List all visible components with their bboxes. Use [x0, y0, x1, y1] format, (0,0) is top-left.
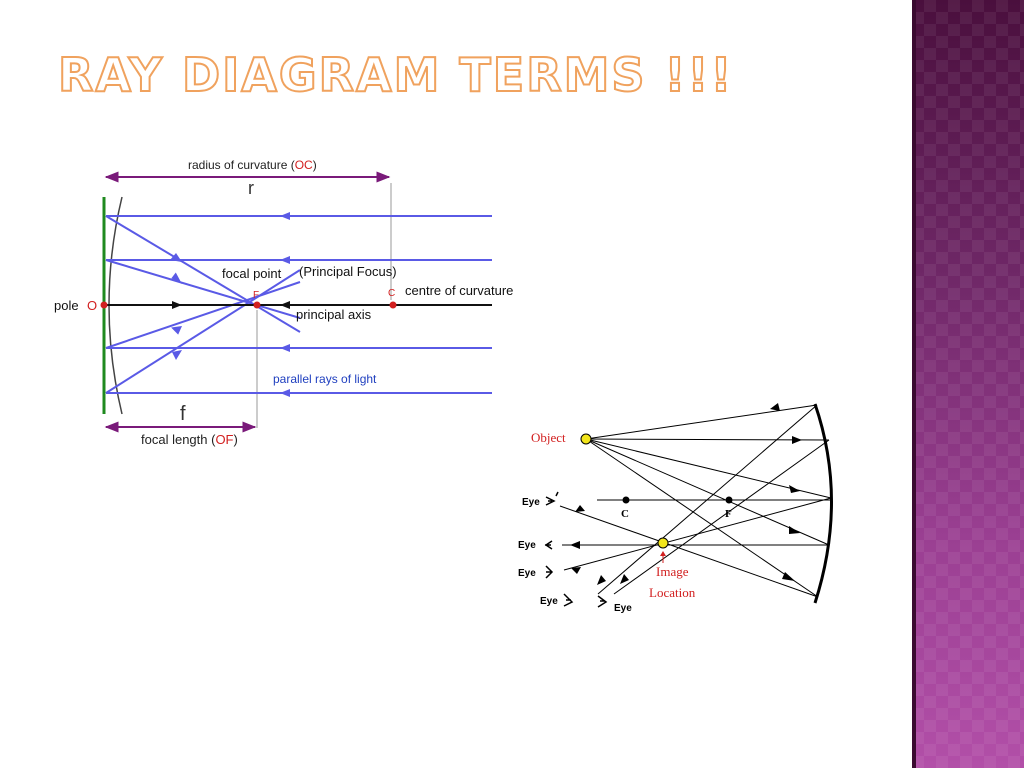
axis-arrowhead-left: [280, 301, 290, 309]
pole-label: pole: [54, 298, 79, 313]
pole-point: [100, 301, 108, 309]
f-label: F: [725, 508, 732, 520]
eye-icon-1: Eye: [522, 491, 559, 508]
svg-text:Eye: Eye: [518, 568, 536, 579]
focal-length-label: focal length (OF): [141, 432, 238, 447]
reflected-rays: [105, 215, 301, 394]
f-marker-label: F: [253, 290, 259, 301]
ray-arrowheads: [570, 403, 802, 585]
focus-point: [253, 301, 261, 309]
image-location-ray-diagram: C F Object Image Location Eye Eye Eye Ey…: [518, 403, 833, 614]
focal-point-label: focal point: [222, 266, 282, 281]
f-symbol: f: [180, 403, 186, 425]
f-point: [725, 496, 733, 504]
eye-icon-2: Eye: [518, 540, 553, 551]
svg-text:Eye: Eye: [522, 497, 540, 508]
parallel-rays-label: parallel rays of light: [273, 372, 377, 386]
svg-text:Eye: Eye: [540, 596, 558, 607]
principal-axis-label: principal axis: [296, 307, 372, 322]
concave-mirror-terms-diagram: radius of curvature (OC) r focal p: [54, 158, 513, 447]
eye-icon-4: Eye: [540, 593, 574, 607]
image-pointer-arrowhead: [660, 551, 666, 556]
c-marker-label: C: [388, 288, 395, 299]
o-marker-label: O: [87, 298, 97, 313]
eye-icon-3: Eye: [518, 565, 554, 579]
principal-focus-label: (Principal Focus): [299, 264, 397, 279]
radius-of-curvature-label: radius of curvature (OC): [188, 158, 317, 172]
axis-arrowhead-right: [172, 301, 182, 309]
object-label: Object: [531, 430, 566, 445]
incoming-ray-arrowheads: [280, 212, 290, 397]
r-symbol: r: [248, 178, 254, 198]
svg-text:Eye: Eye: [518, 540, 536, 551]
image-marker: [657, 537, 669, 549]
image-label: Image: [656, 564, 689, 579]
c-label: C: [621, 508, 629, 520]
reflected-rays: [559, 404, 832, 598]
location-label: Location: [649, 585, 696, 600]
eye-icon-5: Eye: [597, 595, 632, 614]
decorative-side-band: [912, 0, 1024, 768]
centre-of-curvature-label: centre of curvature: [405, 283, 513, 298]
reflected-ray-arrowheads: [170, 253, 182, 360]
slide-title: RAY DIAGRAM TERMS !!!: [57, 48, 734, 102]
c-point: [622, 496, 630, 504]
concave-mirror-arc: [813, 403, 833, 604]
centre-point: [389, 301, 397, 309]
object-marker: [580, 433, 592, 445]
svg-text:Eye: Eye: [614, 603, 632, 614]
